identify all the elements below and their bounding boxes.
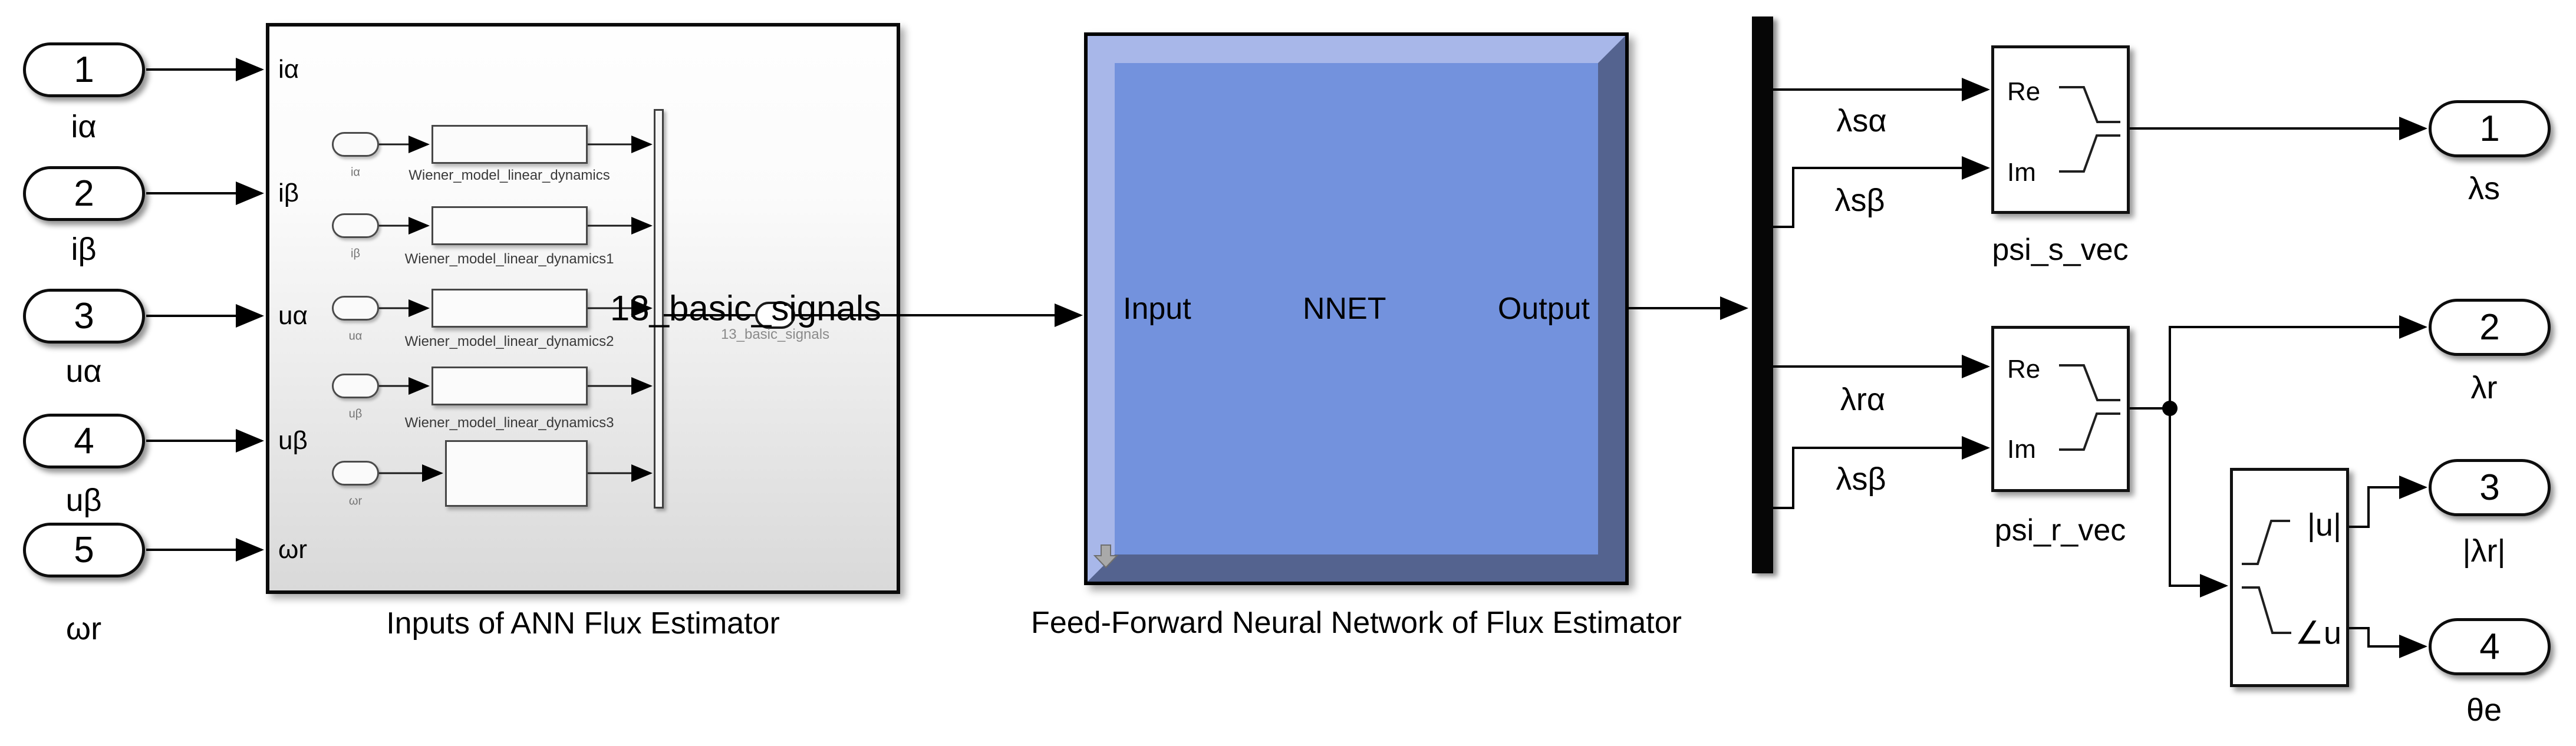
inner-inport-ua[interactable] — [332, 296, 379, 321]
outport-1-label: λs — [2468, 171, 2500, 206]
inport-4-number: 4 — [74, 420, 94, 461]
inner-inport-ia[interactable] — [332, 132, 379, 157]
outport-4-label: θe — [2466, 692, 2502, 728]
outport-4-number: 4 — [2479, 626, 2500, 667]
signal-label-lambda-s-beta[interactable]: λsβ — [1834, 183, 1885, 218]
outport-3-number: 3 — [2479, 467, 2500, 508]
inport-3-number: 3 — [74, 295, 94, 336]
signal-label-lambda-r-alpha[interactable]: λrα — [1840, 382, 1886, 417]
subsystem-port-ia: iα — [278, 55, 299, 84]
inport-2-label: iβ — [71, 232, 97, 267]
subsystem-port-ib: iβ — [278, 179, 299, 207]
nnet-block-name: Feed-Forward Neural Network of Flux Esti… — [1031, 606, 1682, 640]
inport-1[interactable]: 1 — [23, 42, 145, 97]
inner-inport-ub[interactable] — [332, 374, 379, 398]
inport-2-number: 2 — [74, 173, 94, 214]
psi-s-vec-name: psi_s_vec — [1992, 233, 2129, 267]
inner-inport-wr-caption: ωr — [348, 494, 363, 508]
complex-to-magnitude-angle-block[interactable]: |u| ∠u — [2230, 468, 2349, 687]
outport-1[interactable]: 1 — [2429, 100, 2551, 157]
psi-r-im-port-label: Im — [2007, 435, 2036, 464]
inner-inport-ib[interactable] — [332, 213, 379, 238]
magnitude-port-label: |u| — [2307, 507, 2341, 543]
nnet-block[interactable]: Input NNET Output — [1084, 32, 1629, 585]
inport-5-number: 5 — [74, 529, 94, 570]
outport-3[interactable]: 3 — [2429, 459, 2551, 516]
wiener-block-4-label: Wiener_model_linear_dynamics3 — [404, 415, 614, 431]
mux-bar[interactable] — [654, 109, 664, 509]
wire-branch-to-outport2[interactable] — [2169, 315, 2427, 408]
nnet-core-label: NNET — [1302, 292, 1386, 326]
wiener-block-2[interactable] — [431, 206, 588, 245]
wiener-block-5[interactable] — [445, 440, 588, 507]
wire-junction-dot — [2162, 401, 2178, 416]
psi-r-vec-block[interactable]: Re Im — [1991, 326, 2130, 492]
wire-branch-to-mag-block[interactable] — [2169, 408, 2228, 598]
inport-4-label: uβ — [65, 483, 102, 518]
outport-4[interactable]: 4 — [2429, 618, 2551, 675]
signal-name-13-basic-signals[interactable]: 13_basic_signals — [610, 288, 882, 328]
inport-3[interactable]: 3 — [23, 289, 145, 344]
inport-4[interactable]: 4 — [23, 414, 145, 468]
subsystem-port-ua: uα — [278, 301, 308, 330]
nnet-input-port-label: Input — [1123, 292, 1191, 326]
inport-2[interactable]: 2 — [23, 166, 145, 221]
outport-3-label: |λr| — [2462, 533, 2506, 569]
psi-s-re-port-label: Re — [2007, 77, 2041, 106]
nnet-block-face: Input NNET Output — [1088, 36, 1625, 582]
psi-s-vec-block[interactable]: Re Im — [1991, 45, 2130, 214]
wiener-block-3-label: Wiener_model_linear_dynamics2 — [404, 334, 614, 349]
inner-inport-ua-caption: uα — [348, 329, 363, 343]
signal-label-lambda-s-alpha[interactable]: λsα — [1836, 103, 1887, 138]
subsystem-port-ub: uβ — [278, 426, 308, 455]
psi-r-re-port-label: Re — [2007, 355, 2041, 384]
outport-2-number: 2 — [2479, 306, 2500, 348]
subsystem-name: Inputs of ANN Flux Estimator — [386, 606, 780, 641]
psi-r-vec-name: psi_r_vec — [1994, 513, 2126, 547]
inport-3-label: uα — [65, 354, 102, 389]
outport-1-number: 1 — [2479, 108, 2500, 149]
signal-caption-13-basic-signals: 13_basic_signals — [720, 326, 830, 342]
wire-angle-to-outport4[interactable] — [2349, 627, 2427, 658]
inner-outport-13-basic-signals[interactable] — [755, 302, 795, 329]
wiener-block-1[interactable] — [431, 125, 588, 164]
inport-5-label: ωr — [65, 611, 102, 646]
signal-label-lambda-r-beta[interactable]: λsβ — [1836, 461, 1886, 497]
inner-inport-ub-caption: uβ — [348, 407, 363, 421]
angle-port-label: ∠u — [2295, 615, 2341, 651]
demux-bar[interactable] — [1752, 16, 1773, 573]
wire-mag-to-outport3[interactable] — [2349, 476, 2427, 528]
outport-2-label: λr — [2470, 370, 2498, 405]
inner-inport-ib-caption: iβ — [351, 247, 360, 260]
subsystem-port-wr: ωr — [278, 535, 308, 564]
inport-5[interactable]: 5 — [23, 523, 145, 577]
wiener-block-3[interactable] — [431, 289, 588, 328]
inport-1-number: 1 — [74, 49, 94, 90]
psi-s-im-port-label: Im — [2007, 158, 2036, 187]
inport-1-label: iα — [71, 109, 97, 144]
wiener-block-2-label: Wiener_model_linear_dynamics1 — [404, 251, 614, 267]
outport-2[interactable]: 2 — [2429, 299, 2551, 356]
wiener-block-1-label: Wiener_model_linear_dynamics — [409, 167, 610, 183]
inner-inport-ia-caption: iα — [350, 166, 361, 179]
wiener-block-4[interactable] — [431, 367, 588, 405]
inner-inport-wr[interactable] — [332, 461, 379, 486]
nnet-output-port-label: Output — [1497, 292, 1590, 326]
